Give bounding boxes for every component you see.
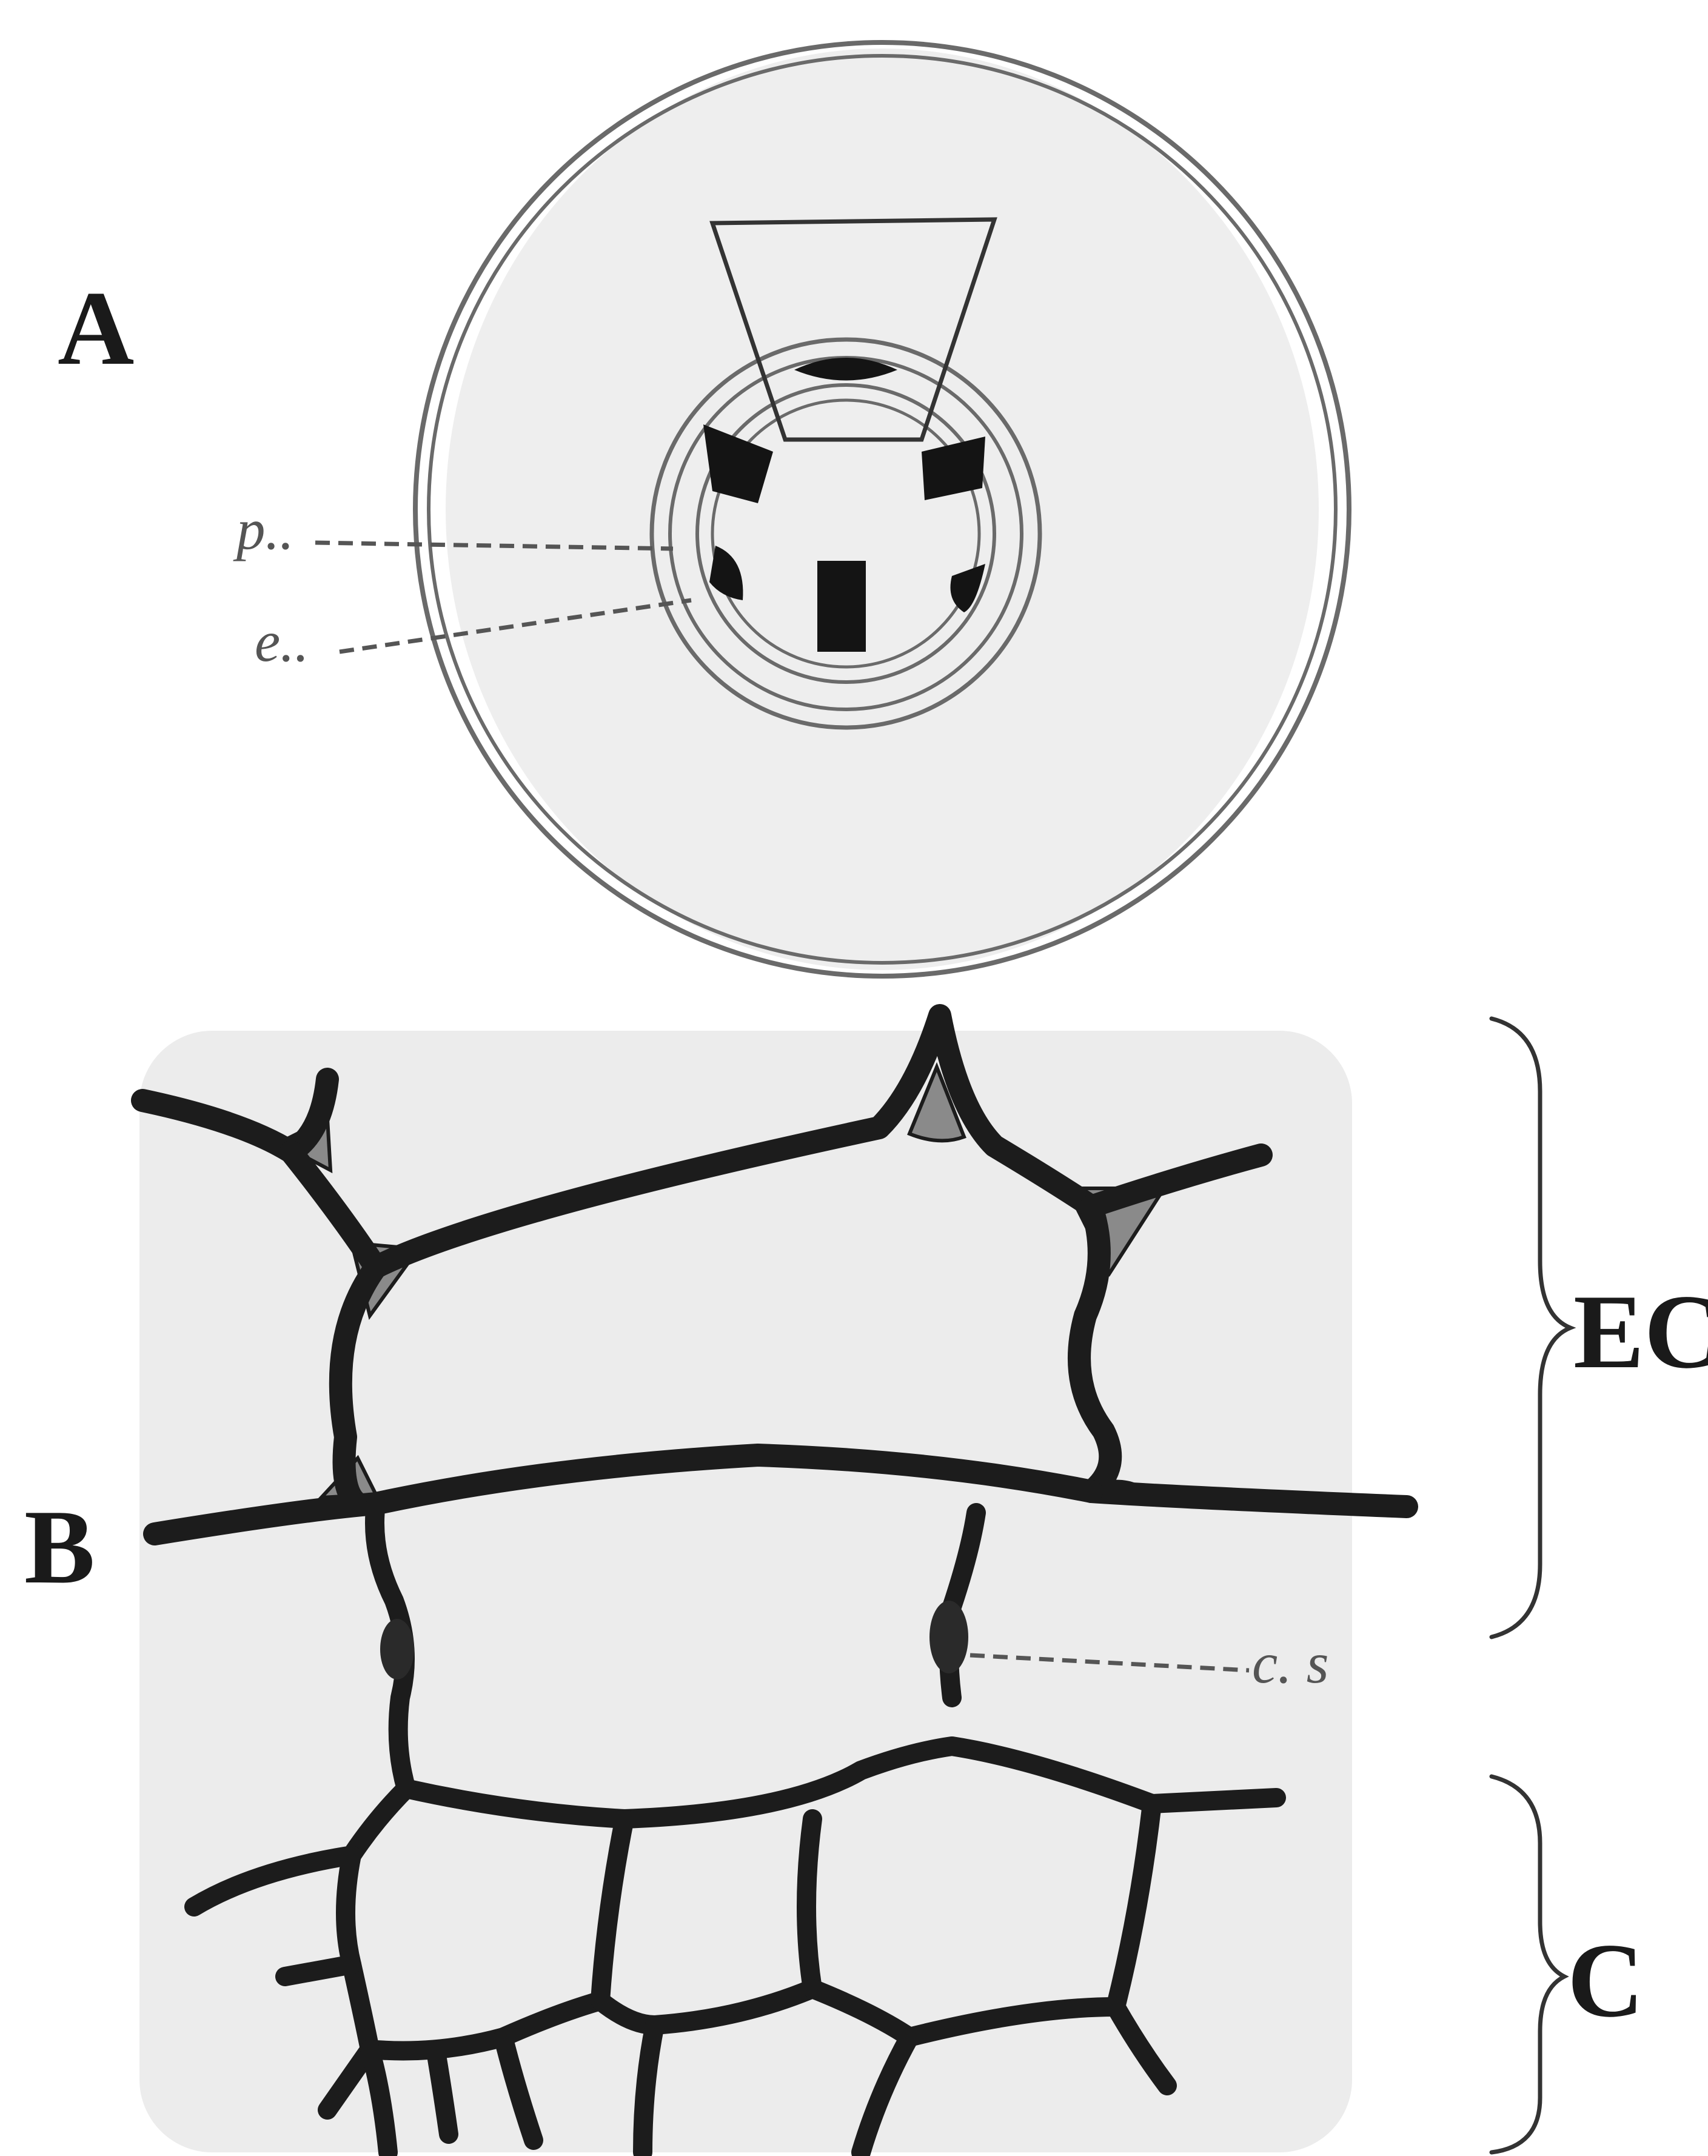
label-cs: c. s — [1252, 1631, 1329, 1695]
cortex-cell-stub-7 — [437, 2055, 449, 2134]
brace-ec — [1492, 1019, 1570, 1637]
label-c: C — [1567, 1921, 1644, 2039]
panel-a-shading — [446, 49, 1319, 970]
pit-cs — [929, 1601, 968, 1673]
label-e: e.. — [255, 609, 309, 674]
panel-b-label: B — [24, 1488, 95, 1605]
bundle-bottom — [817, 561, 866, 652]
label-ec: EC — [1573, 1273, 1708, 1390]
cell-wall-right-spike — [1091, 1491, 1407, 1507]
brace-c — [1492, 1776, 1564, 2152]
panel-a-label: A — [58, 269, 134, 387]
label-p: p.. — [233, 497, 294, 561]
pit-left — [380, 1619, 414, 1679]
cortex-cell-stub-4 — [285, 1964, 352, 1977]
